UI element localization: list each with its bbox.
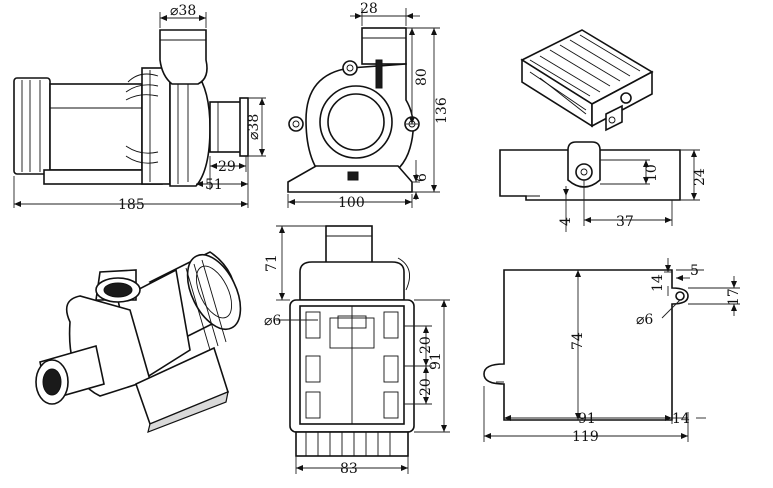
front-overall-height: 136 xyxy=(434,97,450,124)
front-base-width: 100 xyxy=(338,195,365,211)
plate-height: 74 xyxy=(570,332,586,350)
mount-plate-view: 74 14 5 17 ⌀6 91 14 119 xyxy=(483,258,742,445)
plate-notch-offset: 14 xyxy=(650,274,666,292)
top-width: 83 xyxy=(340,461,358,477)
top-spacing-upper: 20 xyxy=(418,336,434,354)
top-upper-height: 71 xyxy=(264,254,280,272)
front-outlet-height: 80 xyxy=(414,68,430,86)
bracket-bottom-offset: 4 xyxy=(558,217,574,226)
bracket-side-view: 24 10 4 37 xyxy=(499,141,708,232)
side-overall-length: 185 xyxy=(118,197,145,213)
side-inlet-diameter: ⌀38 xyxy=(246,114,262,140)
side-outlet-diameter: ⌀38 xyxy=(170,3,196,19)
side-inlet-offset: 29 xyxy=(218,159,236,175)
front-view: 28 80 136 6 100 xyxy=(287,1,450,211)
plate-overall-width: 119 xyxy=(572,429,599,445)
plate-hole-spacing: 91 xyxy=(578,411,596,427)
plate-edge-offset: 14 xyxy=(672,411,690,427)
plate-notch-width: 5 xyxy=(690,263,699,279)
plate-notch-height: 17 xyxy=(726,288,742,306)
top-spacing-lower: 20 xyxy=(418,378,434,396)
top-mount-height: 91 xyxy=(428,352,444,370)
pump-isometric xyxy=(35,251,242,433)
plate-hole-diameter: ⌀6 xyxy=(636,312,653,328)
front-base-offset: 6 xyxy=(414,173,430,182)
bracket-slot-height: 10 xyxy=(644,164,660,182)
bracket-slot-width: 37 xyxy=(616,214,634,230)
top-hole-diameter: ⌀6 xyxy=(264,313,281,329)
bracket-isometric xyxy=(520,29,654,132)
top-view: 71 ⌀6 20 20 91 83 xyxy=(264,225,450,477)
side-view: ⌀38 ⌀38 29 51 185 xyxy=(13,3,266,213)
front-outlet-width: 28 xyxy=(360,1,378,17)
side-inlet-length: 51 xyxy=(205,177,223,193)
bracket-height: 24 xyxy=(692,168,708,186)
